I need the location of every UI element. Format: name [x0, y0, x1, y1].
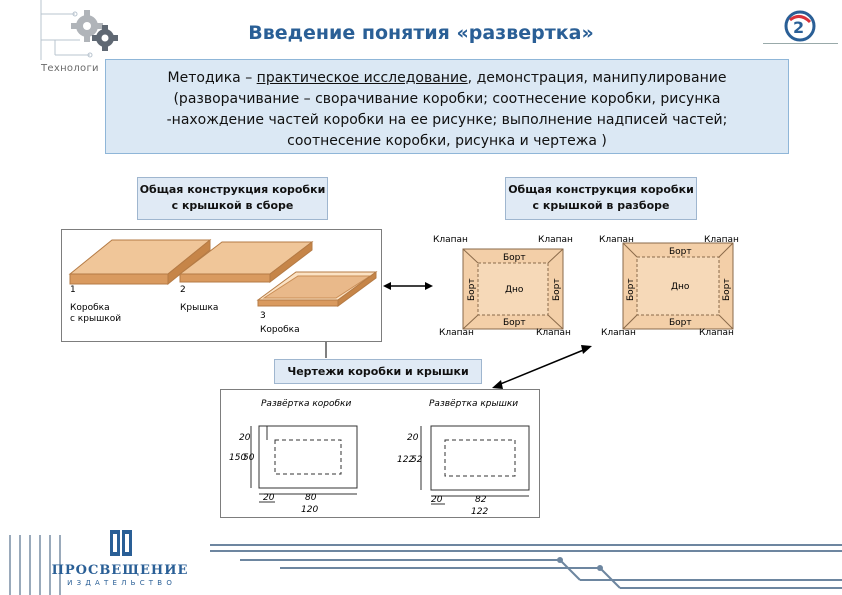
lid-dim-inner: 52 [411, 455, 423, 465]
method-line2: (разворачивание – сворачивание коробки; … [173, 91, 721, 107]
box-net-side-right: Борт [552, 278, 562, 301]
lid-net-side-right: Борт [722, 278, 732, 301]
box-dim-inner-width: 80 [305, 493, 317, 503]
item2-number: 2 [180, 285, 186, 295]
box-net: Клапан Клапан Клапан Клапан Борт Борт Дн… [433, 235, 573, 338]
item1-label-line1: Коробка [70, 303, 110, 313]
lid-dim-flap: 20 [431, 495, 443, 505]
box-dim-width: 120 [301, 505, 318, 515]
logo-underline [763, 43, 838, 44]
publisher-logo-icon [110, 530, 132, 556]
box-net-side-bottom: Борт [503, 318, 526, 328]
box-net-flap-tr: Клапан [538, 235, 573, 245]
item2-label: Крышка [180, 303, 218, 313]
method-underlined: практическое исследование [256, 70, 468, 86]
arrow-to-drawings [325, 342, 327, 358]
box-net-side-top: Борт [503, 253, 526, 263]
item3-number: 3 [260, 311, 266, 321]
method-line4: соотнесение коробки, рисунка и чертежа ) [287, 133, 607, 149]
nets-figure: Клапан Клапан Клапан Клапан Борт Борт Дн… [433, 229, 744, 342]
box-dim-inner: 50 [243, 453, 255, 463]
method-box: Методика – практическое исследование, де… [105, 59, 789, 154]
method-prefix: Методика – [167, 70, 257, 86]
item3-label: Коробка [260, 325, 300, 335]
lid-dim-inner-width: 82 [475, 495, 487, 505]
lid-net-side-top: Борт [669, 247, 692, 257]
publisher-sub: И З Д А Т Е Л Ь С Т В О [67, 579, 173, 587]
double-arrow-diagonal [492, 345, 592, 389]
item1-label-line2: с крышкой [70, 314, 121, 324]
box-dim-side: 20 [239, 433, 251, 443]
double-arrow-horizontal [383, 282, 433, 290]
lid-net-flap-tr: Клапан [704, 235, 739, 245]
lid [178, 240, 314, 284]
lid-net-side-bottom: Борт [669, 318, 692, 328]
logo-icon: 2 [784, 10, 816, 42]
box-net-flap-tl: Клапан [433, 235, 468, 245]
lid-net-flap-bl: Клапан [601, 328, 636, 338]
box-dim-flap: 20 [263, 493, 275, 503]
box [256, 271, 378, 307]
box-dim-height: 150 [229, 453, 246, 463]
page-title: Введение понятия «развертка» [248, 22, 594, 44]
svg-text:2: 2 [793, 18, 804, 37]
nets-drawing: Клапан Клапан Клапан Клапан Борт Борт Дн… [433, 235, 739, 338]
label-drawings: Чертежи коробки и крышки [274, 359, 482, 384]
box-net-side-left: Борт [467, 278, 477, 301]
lid-net: Клапан Клапан Клапан Клапан Борт Борт Дн… [599, 235, 739, 338]
box-with-lid [68, 238, 212, 286]
lid-dim-height: 122 [397, 455, 414, 465]
item1-number: 1 [70, 285, 76, 295]
label-disassembled-line1: Общая конструкция коробки [508, 183, 694, 196]
lid-drawing-title: Развёртка крышки [429, 399, 518, 409]
drawings-drawing: Развёртка коробки Развёртка крышки 20 15… [229, 399, 530, 517]
method-line1-rest: , демонстрация, манипулирование [467, 70, 727, 86]
lid-net-flap-br: Клапан [699, 328, 734, 338]
lid-dim-width: 122 [471, 507, 488, 517]
box-net-flap-bl: Клапан [439, 328, 474, 338]
lid-dim-side: 20 [407, 433, 419, 443]
circuit-decoration-bottom [9, 535, 842, 595]
lid-net-side-left: Борт [626, 278, 636, 301]
assembled-figure: 1 Коробка с крышкой 2 Крышка 3 Коробка [61, 229, 382, 342]
publisher-name: ПРОСВЕЩЕНИЕ [51, 563, 189, 578]
drawings-figure: Развёртка коробки Развёртка крышки 20 15… [220, 389, 540, 518]
box-drawing-title: Развёртка коробки [261, 399, 351, 409]
lid-net-bottom: Дно [671, 282, 690, 292]
box-net-flap-br: Клапан [536, 328, 571, 338]
method-line3: -нахождение частей коробки на ее рисунке… [166, 112, 728, 128]
lid-net-flap-tl: Клапан [599, 235, 634, 245]
assembled-drawing: 1 Коробка с крышкой 2 Крышка 3 Коробка [68, 238, 378, 335]
brand-label: Технологи [41, 63, 99, 74]
label-assembled-line2: с крышкой в сборе [171, 199, 294, 212]
label-assembled-line1: Общая конструкция коробки [139, 183, 326, 196]
circuit-decoration [40, 0, 93, 60]
label-disassembled-line2: с крышкой в разборе [532, 199, 670, 212]
gear-icon [71, 10, 118, 51]
box-net-bottom: Дно [505, 285, 524, 295]
label-disassembled: Общая конструкция коробки с крышкой в ра… [505, 177, 697, 220]
label-assembled: Общая конструкция коробки с крышкой в сб… [137, 177, 328, 220]
